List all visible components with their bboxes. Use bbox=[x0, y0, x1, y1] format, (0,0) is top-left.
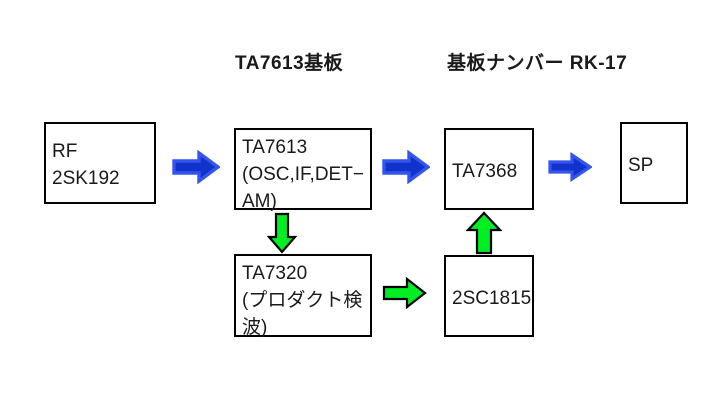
arrow-right-icon-ta7368-to-sp bbox=[548, 152, 592, 182]
heading-ta7613-board: TA7613基板 bbox=[235, 53, 344, 74]
block-ta7613: TA7613 (OSC,IF,DET− AM) bbox=[234, 128, 372, 212]
arrow-right-icon-ta7320-to-2sc1815 bbox=[382, 276, 428, 310]
arrow-up-icon-2sc1815-to-ta7368 bbox=[466, 210, 502, 256]
block-sp: SP bbox=[620, 122, 688, 204]
arrow-right-icon-rf-to-ta7613 bbox=[172, 150, 220, 184]
arrow-right-icon-ta7613-to-ta7368 bbox=[382, 150, 430, 184]
block-ta7320: TA7320 (プロダクト検 波) bbox=[234, 254, 372, 338]
block-2sc1815: 2SC1815 bbox=[444, 255, 534, 337]
block-rf-2sk192: RF 2SK192 bbox=[44, 122, 156, 204]
block-ta7368: TA7368 bbox=[444, 128, 534, 210]
heading-board-number: 基板ナンバー RK-17 bbox=[447, 53, 628, 74]
arrow-down-icon-ta7613-to-ta7320 bbox=[266, 212, 298, 254]
